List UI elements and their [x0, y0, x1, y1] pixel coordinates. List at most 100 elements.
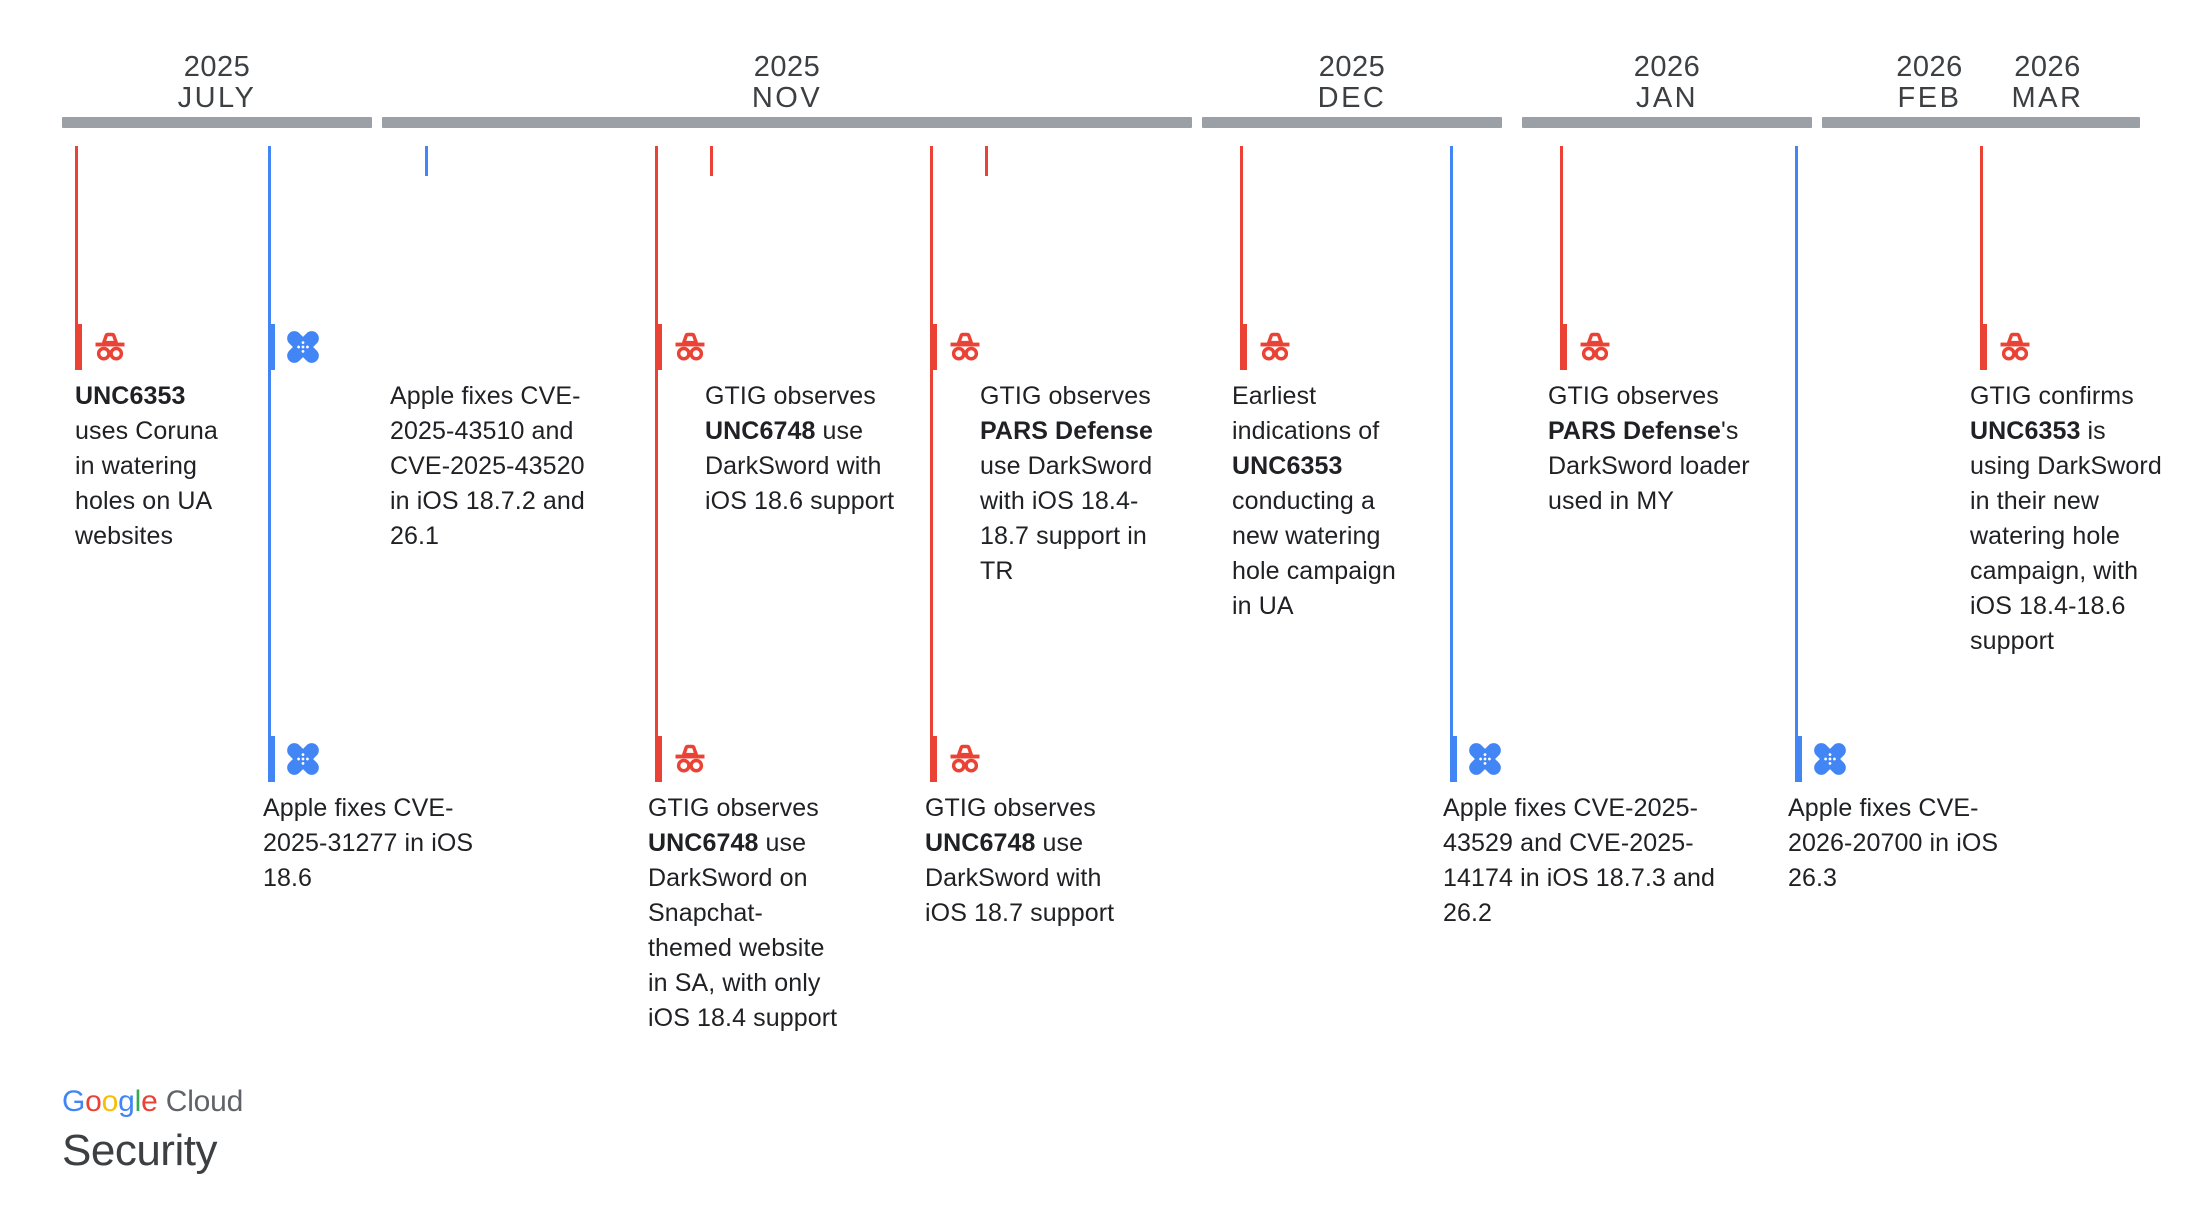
month-year: 2026 — [1633, 51, 1701, 83]
event-marker-tick — [1450, 736, 1457, 782]
month-bar — [1202, 117, 1502, 128]
month-bar — [1822, 117, 2037, 128]
event-description: GTIG observes PARS Defense's DarkSword l… — [1548, 382, 1750, 515]
bandage-icon — [281, 737, 325, 781]
timeline-event-apple-fixes-31277[interactable]: Apple fixes CVE-2025-31277 in iOS 18.6 — [263, 736, 498, 896]
month-name: MAR — [2011, 82, 2084, 114]
event-marker — [925, 736, 1140, 782]
logo-letter-l: l — [134, 1085, 142, 1118]
logo-letter-e: e — [141, 1085, 158, 1118]
timeline-tick — [710, 146, 713, 176]
month-name: NOV — [751, 82, 823, 114]
event-marker — [1443, 736, 1723, 782]
event-marker — [268, 324, 590, 370]
event-description: Apple fixes CVE-2025-43510 and CVE-2025-… — [390, 382, 585, 550]
event-connector-line — [930, 146, 933, 736]
google-cloud-wordmark: Google Cloud — [62, 1085, 243, 1119]
threat-actor-icon — [1573, 325, 1617, 369]
month-year: 2025 — [183, 51, 251, 83]
event-marker-tick — [1980, 324, 1987, 370]
month-year: 2026 — [1896, 51, 1963, 83]
threat-actor-icon — [1993, 325, 2037, 369]
event-connector-line — [268, 146, 271, 736]
month-name: DEC — [1317, 82, 1387, 114]
timeline-event-gtig-unc6748-ios187[interactable]: GTIG observes UNC6748 use DarkSword with… — [925, 736, 1140, 931]
timeline-event-gtig-confirms-unc6353[interactable]: GTIG confirms UNC6353 is using DarkSword… — [1970, 324, 2165, 659]
event-description: GTIG observes PARS Defense use DarkSword… — [980, 382, 1154, 585]
month-name: JAN — [1635, 82, 1699, 114]
event-description: Apple fixes CVE-2026-20700 in iOS 26.3 — [1788, 794, 1999, 892]
timeline-event-unc6353-coruna-ua[interactable]: UNC6353 uses Coruna in watering holes on… — [75, 324, 240, 554]
month-year: 2025 — [753, 51, 821, 83]
timeline-event-gtig-unc6748-ios186[interactable]: GTIG observes UNC6748 use DarkSword with… — [655, 324, 900, 519]
event-description: Apple fixes CVE-2025-31277 in iOS 18.6 — [263, 794, 474, 892]
month-year: 2025 — [1318, 51, 1386, 83]
event-connector-line — [1560, 146, 1563, 326]
event-marker — [1970, 324, 2165, 370]
threat-actor-icon — [1253, 325, 1297, 369]
month-bar — [1955, 117, 2140, 128]
timeline-tick — [425, 146, 428, 176]
timeline-event-earliest-unc6353-ua[interactable]: Earliest indications of UNC6353 conducti… — [1232, 324, 1417, 624]
event-marker-tick — [930, 324, 937, 370]
event-marker — [1232, 324, 1417, 370]
timeline-event-gtig-pars-defense-tr[interactable]: GTIG observes PARS Defense use DarkSword… — [930, 324, 1180, 589]
month-name: FEB — [1897, 82, 1962, 114]
event-marker — [1788, 736, 2038, 782]
logo-product-name: Security — [62, 1126, 217, 1175]
logo-letter-o1: o — [85, 1085, 102, 1118]
timeline-event-apple-fixes-43529-14174[interactable]: Apple fixes CVE-2025-43529 and CVE-2025-… — [1443, 736, 1723, 931]
event-marker-tick — [930, 736, 937, 782]
event-connector-line — [1795, 146, 1798, 736]
threat-actor-icon — [943, 737, 987, 781]
threat-actor-icon — [668, 325, 712, 369]
timeline-event-apple-fixes-43510-43520[interactable]: Apple fixes CVE-2025-43510 and CVE-2025-… — [268, 324, 590, 554]
bandage-icon — [1808, 737, 1852, 781]
timeline-tick — [985, 146, 988, 176]
event-marker-tick — [655, 736, 662, 782]
logo-letter-o2: o — [101, 1085, 119, 1118]
event-marker — [1548, 324, 1763, 370]
event-description: UNC6353 uses Coruna in watering holes on… — [75, 382, 218, 550]
threat-actor-icon — [943, 325, 987, 369]
event-description: Apple fixes CVE-2025-43529 and CVE-2025-… — [1443, 794, 1715, 927]
event-description: GTIG observes UNC6748 use DarkSword on S… — [648, 794, 838, 1032]
event-marker-tick — [1560, 324, 1567, 370]
event-marker-tick — [268, 324, 275, 370]
event-connector-line — [1450, 146, 1453, 736]
threat-actor-icon — [88, 325, 132, 369]
logo-letter-g2: g — [118, 1085, 135, 1118]
event-marker-tick — [268, 736, 275, 782]
event-marker — [648, 736, 843, 782]
event-marker — [655, 324, 900, 370]
month-bar — [1522, 117, 1812, 128]
event-marker — [263, 736, 498, 782]
event-marker-tick — [75, 324, 82, 370]
timeline-event-gtig-unc6748-snapchat-sa[interactable]: GTIG observes UNC6748 use DarkSword on S… — [648, 736, 843, 1036]
google-cloud-security-logo: Google Cloud Security — [62, 1085, 243, 1177]
bandage-icon — [1463, 737, 1507, 781]
month-year: 2026 — [2014, 51, 2081, 83]
month-name: JULY — [177, 82, 257, 114]
timeline-event-gtig-pars-loader-my[interactable]: GTIG observes PARS Defense's DarkSword l… — [1548, 324, 1763, 519]
event-connector-line — [1240, 146, 1243, 326]
logo-letter-g: G — [62, 1085, 86, 1118]
timeline-event-apple-fixes-20700[interactable]: Apple fixes CVE-2026-20700 in iOS 26.3 — [1788, 736, 2038, 896]
event-marker-tick — [1240, 324, 1247, 370]
event-marker-tick — [1795, 736, 1802, 782]
event-connector-line — [75, 146, 78, 326]
event-description: GTIG observes UNC6748 use DarkSword with… — [705, 382, 895, 515]
